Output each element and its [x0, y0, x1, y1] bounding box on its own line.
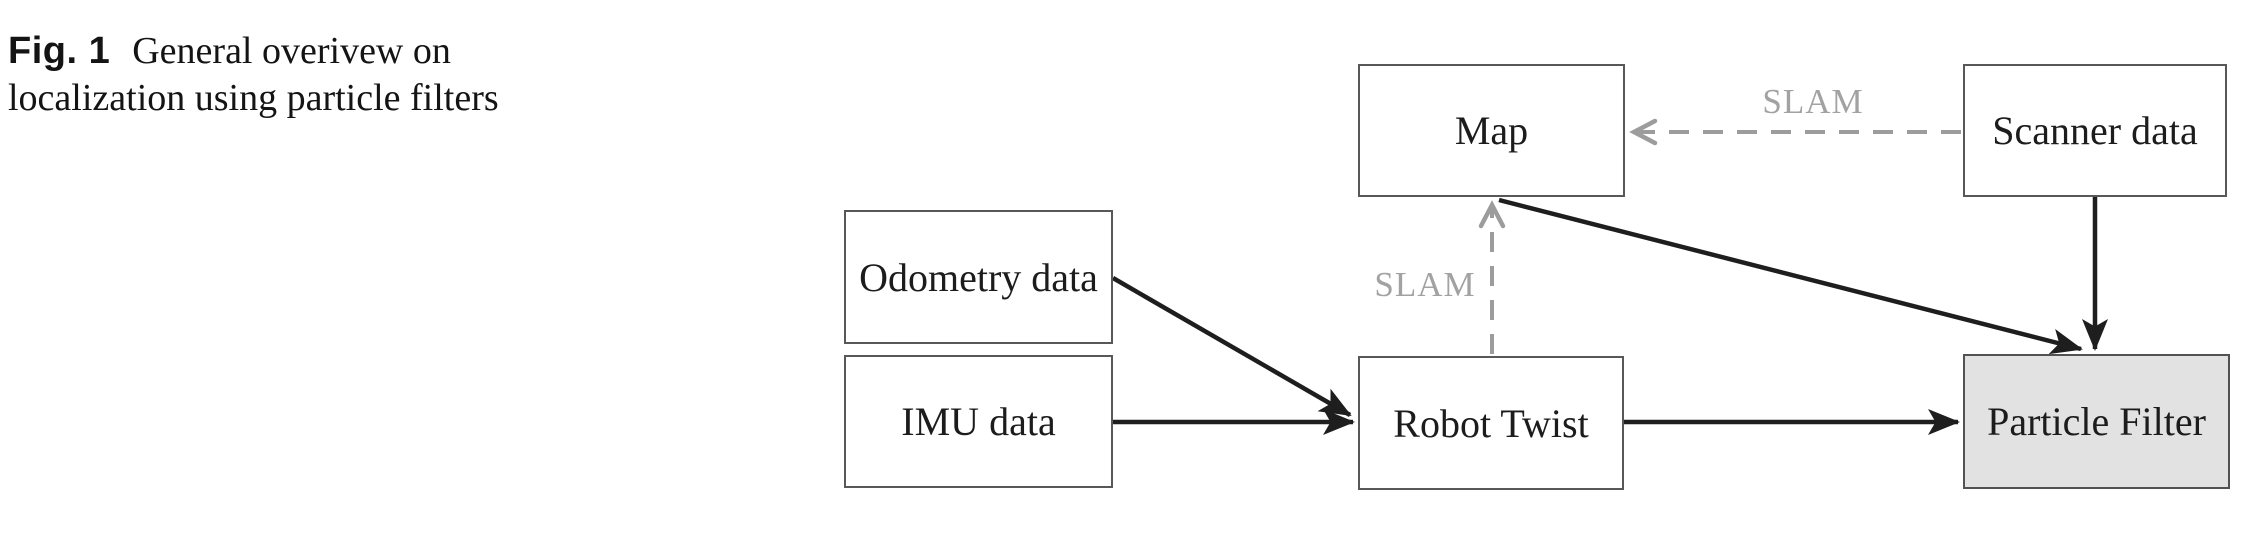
- caption-line-1: Fig. 1 General overivew on: [8, 28, 568, 75]
- node-odometry-data-label: Odometry data: [859, 254, 1098, 300]
- node-map: Map: [1358, 64, 1625, 197]
- node-robot-twist-label: Robot Twist: [1393, 400, 1589, 446]
- node-particle-filter-label: Particle Filter: [1987, 399, 2206, 444]
- node-particle-filter: Particle Filter: [1963, 354, 2230, 489]
- slam-label-top: SLAM: [1762, 82, 1864, 121]
- arrow-map-to-particle-filter: [1498, 197, 2083, 355]
- node-robot-twist: Robot Twist: [1358, 356, 1624, 490]
- node-map-label: Map: [1454, 108, 1529, 153]
- node-odometry-data: Odometry data: [844, 210, 1113, 344]
- arrow-odometry-to-robot-twist: [1111, 276, 1352, 417]
- slam-label-left: SLAM: [1374, 265, 1476, 304]
- caption-line-2: localization using particle filters: [8, 77, 499, 119]
- node-scanner-data: Scanner data: [1963, 64, 2227, 197]
- node-imu-data: IMU data: [844, 355, 1113, 488]
- figure-number-label: Fig. 1: [8, 30, 111, 72]
- node-imu-data-label: IMU data: [901, 399, 1056, 444]
- figure-caption: Fig. 1 General overivew on localization u…: [8, 28, 568, 122]
- caption-text-1: General overivew on: [132, 30, 451, 72]
- node-scanner-data-label: Scanner data: [1992, 108, 2198, 153]
